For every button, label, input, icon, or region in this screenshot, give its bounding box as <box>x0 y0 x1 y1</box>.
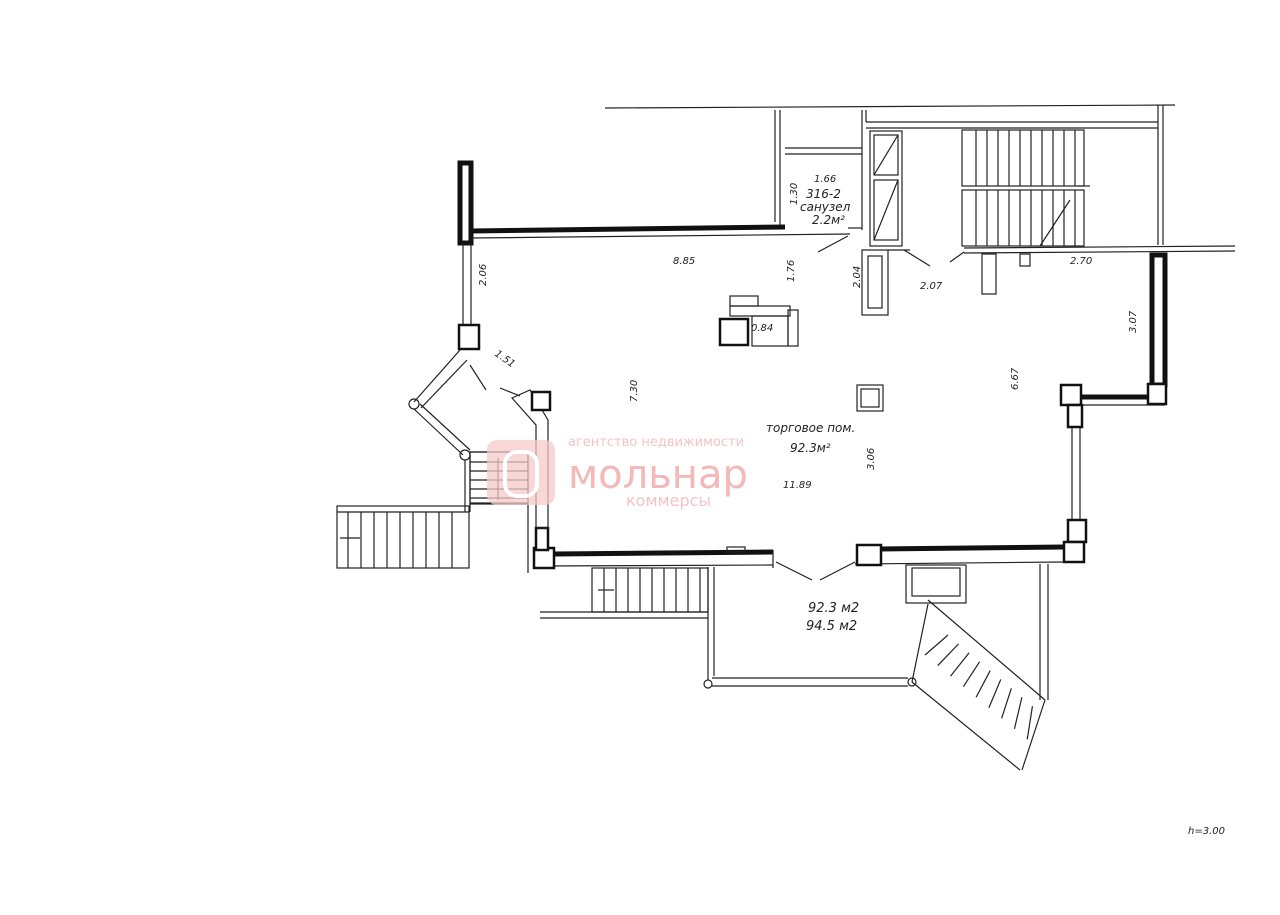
wc-number: 316-2 <box>806 187 841 201</box>
watermark-brand: мольнар <box>568 452 748 498</box>
area-total-1: 92.3 м2 <box>808 601 859 616</box>
counter <box>729 295 799 347</box>
bottom-wall <box>532 526 1065 581</box>
dim-1-51: 1.51 <box>492 348 517 370</box>
stair-tread <box>1021 699 1046 771</box>
shafts <box>861 130 931 316</box>
dim-11-89: 11.89 <box>783 480 812 491</box>
dim-2-04: 2.04 <box>852 266 863 288</box>
top-right-boundary <box>963 245 1236 249</box>
dim-2-07: 2.07 <box>920 281 943 292</box>
stair-outline <box>336 505 470 569</box>
dim-3-07: 3.07 <box>1128 310 1139 333</box>
room-area: 92.3м² <box>790 441 831 455</box>
stairs-bottom <box>591 567 709 613</box>
watermark: агентство недвижимости мольнар коммерсы <box>487 435 748 510</box>
dim-8-85: 8.85 <box>673 256 695 267</box>
ceiling-height: h=3.00 <box>1188 826 1225 837</box>
stair-tread <box>975 670 991 698</box>
stair-tread <box>1013 697 1023 730</box>
column-center-left <box>718 317 750 347</box>
stair-tread <box>927 599 1046 701</box>
wc-area: 2.2м² <box>812 213 845 227</box>
watermark-line1: агентство недвижимости <box>568 435 744 450</box>
right-wall <box>1059 252 1168 564</box>
upper-boundary <box>604 104 1176 245</box>
room-name: торговое пом. <box>766 421 855 435</box>
stair-tread <box>988 679 1002 709</box>
top-wall <box>470 147 862 239</box>
stair-tread <box>911 603 929 683</box>
area-total-2: 94.5 м2 <box>806 619 857 634</box>
stairs-diagonal <box>911 599 1046 771</box>
stairs-left <box>336 505 470 569</box>
dim-2-70: 2.70 <box>1070 256 1092 267</box>
dim-1-76: 1.76 <box>786 260 797 282</box>
dim-3-06: 3.06 <box>866 448 877 470</box>
left-wall-segment <box>457 160 474 246</box>
stair-tread <box>924 634 949 656</box>
stair-tread <box>950 652 970 677</box>
stairs-top-right <box>961 129 1090 247</box>
stair-outline <box>961 189 1085 247</box>
dim-7-30: 7.30 <box>629 380 640 402</box>
dim-1-66: 1.66 <box>814 174 836 185</box>
dim-2-06: 2.06 <box>478 264 489 286</box>
wc-door <box>817 235 849 253</box>
stair-tread <box>1026 706 1034 740</box>
stair-outline <box>961 129 1085 187</box>
stair-tread <box>1039 199 1071 247</box>
stair-tread <box>911 681 1021 771</box>
lower-porch <box>540 564 1049 700</box>
wc-name: санузел <box>800 200 851 214</box>
stair-tread <box>962 661 981 687</box>
dim-1-30: 1.30 <box>789 183 800 205</box>
stair-tread <box>937 643 959 666</box>
stair-tread <box>1001 688 1012 719</box>
dim-6-67: 6.67 <box>1010 367 1021 390</box>
column-center <box>856 384 884 412</box>
watermark-line3: коммерсы <box>626 491 711 510</box>
dim-0-84: 0.84 <box>751 323 773 334</box>
